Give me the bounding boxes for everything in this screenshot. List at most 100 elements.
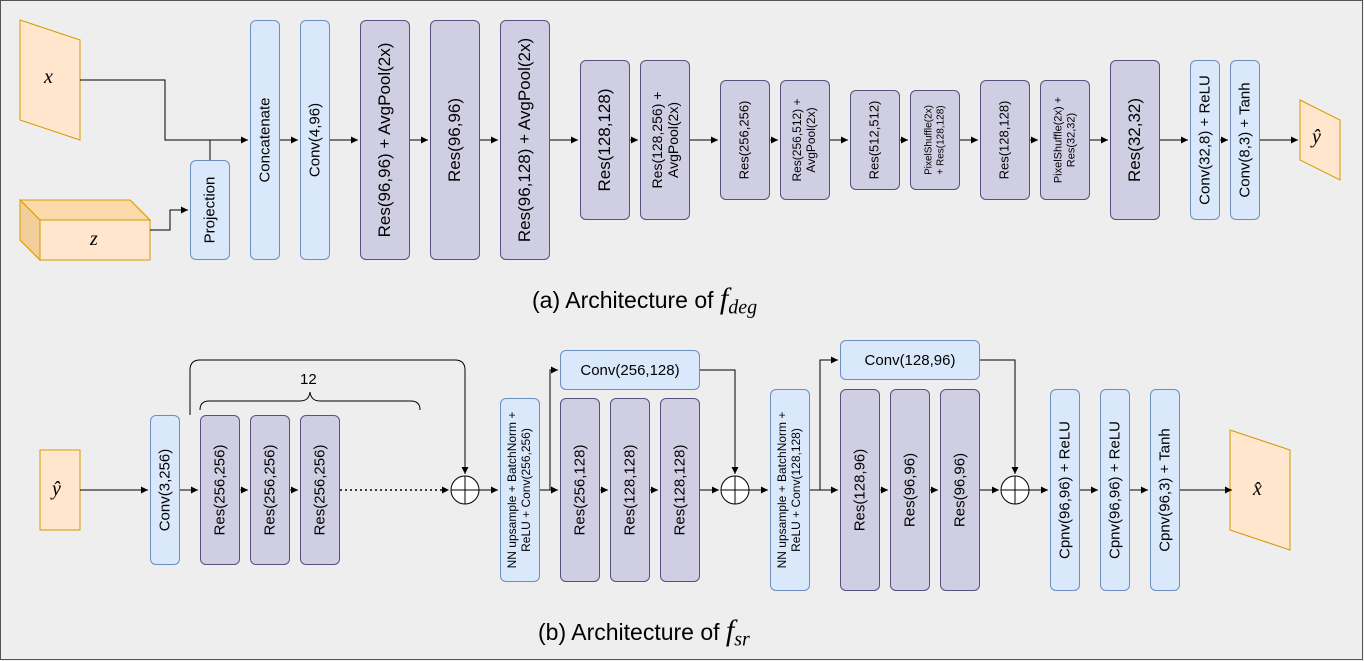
input-yhat-label: ŷ xyxy=(52,478,61,500)
repeat-count-label: 12 xyxy=(300,371,317,388)
pixelshuffle-b-text: PixelShuffle(2x) +Res(32,32) xyxy=(1052,97,1077,183)
conv-4-96-label: Conv(4,96) xyxy=(306,102,324,178)
res-128-128-block: Res(128,128) xyxy=(580,60,630,220)
upsample-b-line1: NN upsample + BatchNorm + xyxy=(775,411,790,569)
repeat-brace xyxy=(199,391,421,411)
res-96-128-pool-block: Res(96,128) + AvgPool(2x) xyxy=(500,20,550,260)
res-256-256-3-label: Res(256,256) xyxy=(311,444,329,536)
output-xhat-label: x̂ xyxy=(1253,478,1262,500)
res-128-96-label: Res(128,96) xyxy=(851,448,869,532)
res-128-128-2-label: Res(128,128) xyxy=(671,444,689,536)
res-256-512-pool-block: Res(256,512) +AvgPool(2x) xyxy=(780,80,830,200)
cpnv-96-96-2-label: Cpnv(96,96) + ReLU xyxy=(1106,421,1124,559)
res-512-512-label: Res(512,512) xyxy=(866,100,882,180)
pixelshuffle-a-text: PixelShuffle(2x)+ Res(128,128) xyxy=(924,105,947,175)
input-x-label: x xyxy=(44,66,53,88)
pixelshuffle-b-line2: Res(32,32) xyxy=(1065,112,1077,168)
input-x-shape xyxy=(19,19,81,141)
skip-edge-1 xyxy=(189,359,469,474)
upsample-b-line2: ReLU + Conv(128,128) xyxy=(789,428,803,552)
cpnv-96-96-2-block: Cpnv(96,96) + ReLU xyxy=(1100,389,1130,591)
conv-3-256-label: Conv(3,256) xyxy=(156,448,174,532)
conv-256-128-label: Conv(256,128) xyxy=(580,361,680,379)
res-96-96-1-block: Res(96,96) xyxy=(890,389,930,591)
res-96-96-pool-label: Res(96,96) + AvgPool(2x) xyxy=(375,42,395,238)
res-256-256-3-block: Res(256,256) xyxy=(300,415,340,565)
cpnv-96-3-block: Cpnv(96,3) + Tanh xyxy=(1150,389,1180,591)
input-z-label: z xyxy=(90,228,98,250)
conv-8-3-block: Conv(8,3) + Tanh xyxy=(1230,60,1260,220)
res-128-256-pool-line2: AvgPool(2x) xyxy=(665,102,681,179)
projection-block: Projection xyxy=(190,160,230,260)
caption-a-sub: deg xyxy=(728,296,758,319)
res-96-96-2-block: Res(96,96) xyxy=(940,389,980,591)
edge-upsample-b-conv xyxy=(810,356,838,491)
res-32-32-block: Res(32,32) xyxy=(1110,60,1160,220)
res-128-96-block: Res(128,96) xyxy=(840,389,880,591)
pixelshuffle-a-line1: PixelShuffle(2x) xyxy=(923,105,935,175)
conv-256-128-block: Conv(256,128) xyxy=(560,350,700,390)
res-128-128-2-block: Res(128,128) xyxy=(660,398,700,582)
upsample-a-block: NN upsample + BatchNorm +ReLU + Conv(256… xyxy=(500,398,540,582)
res-96-96-block: Res(96,96) xyxy=(430,20,480,260)
res-128-256-pool-text: Res(128,256) +AvgPool(2x) xyxy=(649,92,681,189)
res-256-256-block: Res(256,256) xyxy=(720,80,770,200)
res-256-256-2-block: Res(256,256) xyxy=(250,415,290,565)
concatenate-block: Concatenate xyxy=(250,20,280,260)
res-128-128-label: Res(128,128) xyxy=(595,88,615,192)
edge-z-projection xyxy=(150,206,188,231)
projection-label: Projection xyxy=(201,176,219,244)
res-256-512-pool-line2: AvgPool(2x) xyxy=(804,107,818,173)
conv-32-8-block: Conv(32,8) + ReLU xyxy=(1190,60,1220,220)
sum-node-2-plus xyxy=(721,476,749,504)
conv-3-256-block: Conv(3,256) xyxy=(150,415,180,565)
edge-x-concat xyxy=(80,79,248,144)
res-128-256-pool-line1: Res(128,256) + xyxy=(648,91,665,189)
res-256-256-1-label: Res(256,256) xyxy=(211,444,229,536)
upsample-b-block: NN upsample + BatchNorm +ReLU + Conv(128… xyxy=(770,389,810,591)
upsample-a-text: NN upsample + BatchNorm +ReLU + Conv(256… xyxy=(505,411,534,569)
caption-b-math: f xyxy=(725,614,735,647)
res-128-128-b-block: Res(128,128) xyxy=(980,80,1030,200)
res-128-128-1-block: Res(128,128) xyxy=(610,398,650,582)
cpnv-96-96-1-label: Cpnv(96,96) + ReLU xyxy=(1056,421,1074,559)
edge-upsample-a-conv xyxy=(540,366,558,491)
conv-128-96-label: Conv(128,96) xyxy=(864,351,956,369)
res-128-256-pool-block: Res(128,256) +AvgPool(2x) xyxy=(640,60,690,220)
conv-4-96-block: Conv(4,96) xyxy=(300,20,330,260)
sum-node-1-plus xyxy=(451,476,479,504)
output-xhat-shape xyxy=(1229,429,1291,551)
upsample-b-text: NN upsample + BatchNorm +ReLU + Conv(128… xyxy=(775,411,804,569)
res-96-96-label: Res(96,96) xyxy=(445,97,465,183)
input-yhat-shape xyxy=(39,449,81,531)
input-z-side-face xyxy=(19,198,41,262)
caption-b-text: (b) Architecture of xyxy=(538,619,720,645)
res-256-512-pool-line1: Res(256,512) + xyxy=(790,98,805,182)
caption-a-text: (a) Architecture of xyxy=(532,287,714,313)
res-256-256-2-label: Res(256,256) xyxy=(261,444,279,536)
sum-node-3-plus xyxy=(1001,476,1029,504)
cpnv-96-3-label: Cpnv(96,3) + Tanh xyxy=(1156,428,1174,552)
pixelshuffle-a-block: PixelShuffle(2x)+ Res(128,128) xyxy=(910,90,960,190)
upsample-a-line2: ReLU + Conv(256,256) xyxy=(519,428,533,552)
conv-8-3-label: Conv(8,3) + Tanh xyxy=(1236,82,1254,198)
concatenate-label: Concatenate xyxy=(256,97,274,183)
res-96-96-pool-block: Res(96,96) + AvgPool(2x) xyxy=(360,20,410,260)
upsample-a-line1: NN upsample + BatchNorm + xyxy=(505,411,520,569)
res-96-128-pool-label: Res(96,128) + AvgPool(2x) xyxy=(515,37,535,243)
output-yhat-shape xyxy=(1299,99,1341,181)
input-z-top-face xyxy=(18,199,152,221)
conv-128-96-block: Conv(128,96) xyxy=(840,340,980,380)
res-256-256-label: Res(256,256) xyxy=(736,100,752,180)
output-yhat-label: ŷ xyxy=(1312,126,1321,148)
caption-b-sub: sr xyxy=(734,628,750,651)
caption-a: (a) Architecture of fdeg xyxy=(532,282,757,320)
cpnv-96-96-1-block: Cpnv(96,96) + ReLU xyxy=(1050,389,1080,591)
pixelshuffle-b-line1: PixelShuffle(2x) + xyxy=(1052,96,1065,184)
res-256-128-label: Res(256,128) xyxy=(571,444,589,536)
res-128-128-b-label: Res(128,128) xyxy=(996,100,1012,180)
res-96-96-2-label: Res(96,96) xyxy=(951,452,969,528)
caption-a-math: f xyxy=(719,282,729,315)
